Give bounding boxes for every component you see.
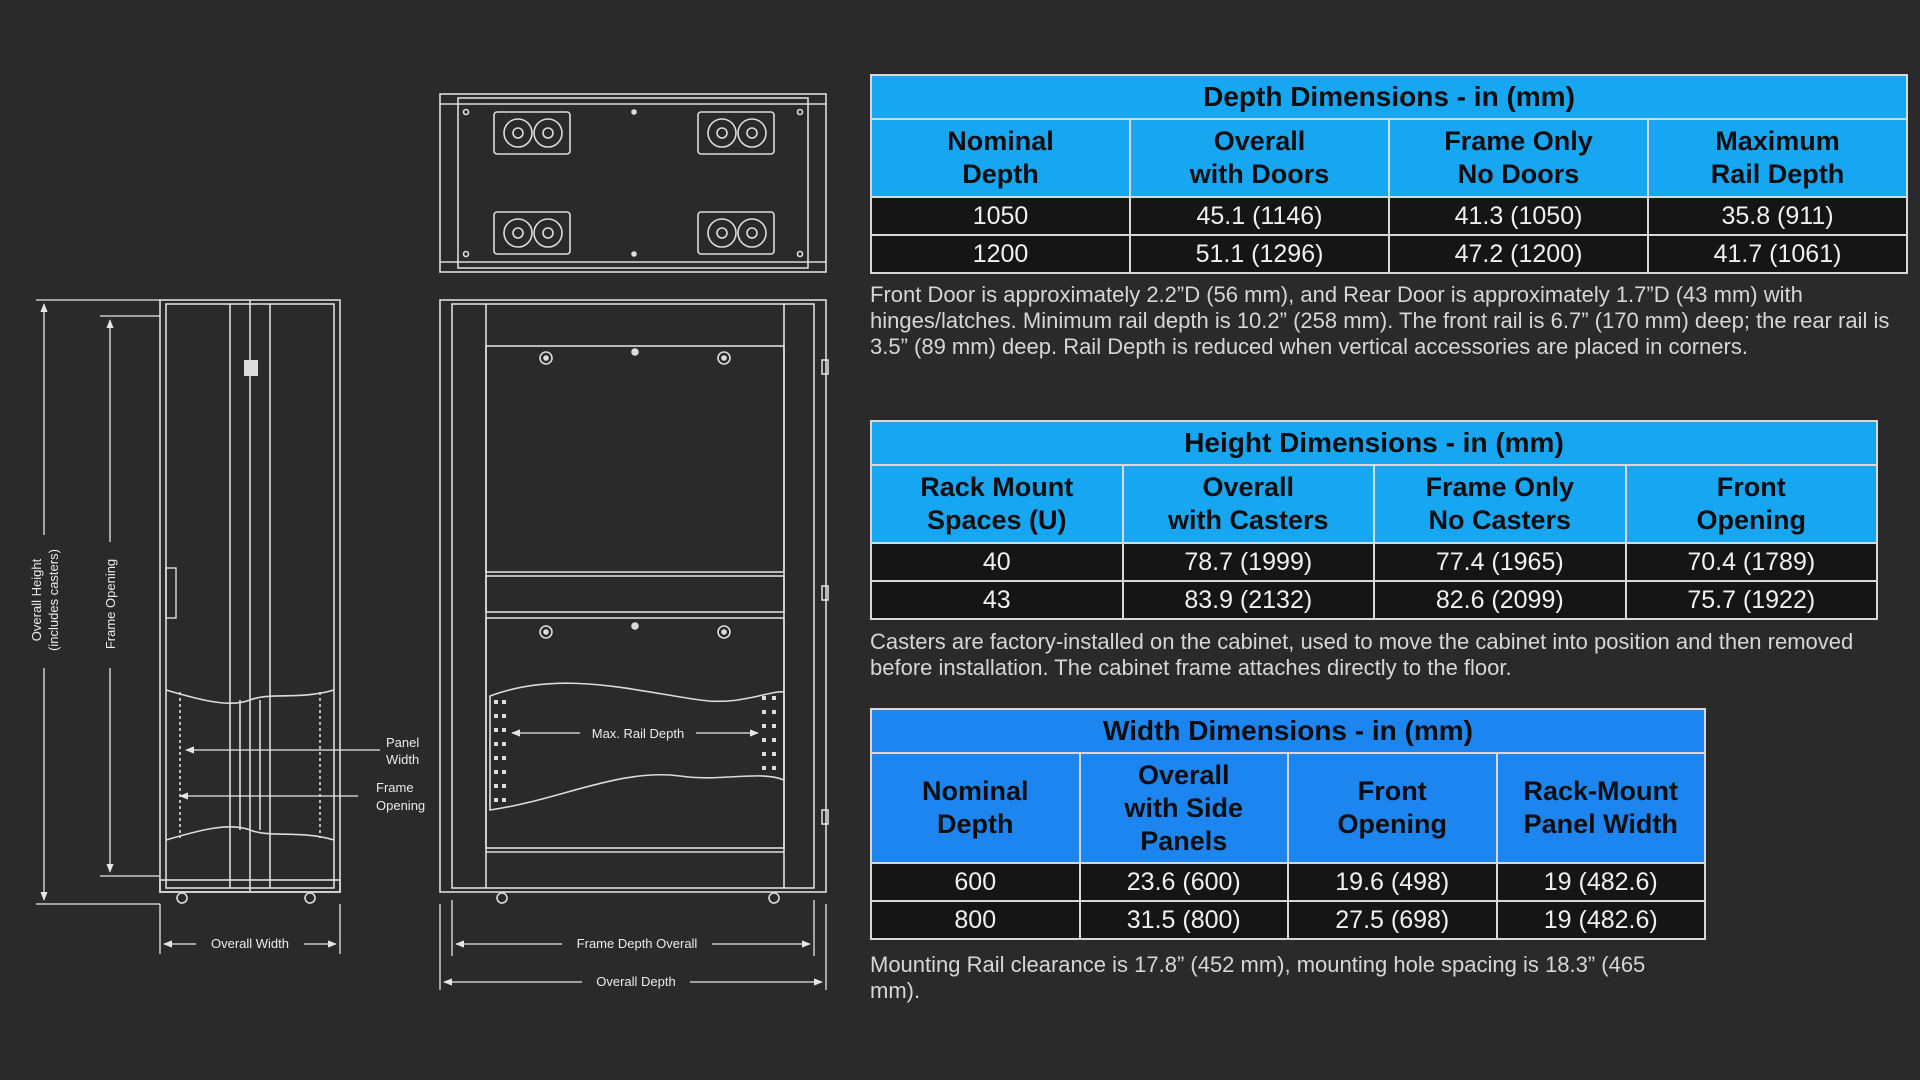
width-data-cell: 800	[870, 900, 1081, 940]
height-data-cell: 75.7 (1922)	[1624, 580, 1878, 620]
table-row: 1200 51.1 (1296) 47.2 (1200) 41.7 (1061)	[870, 234, 1908, 274]
width-dimensions-table: Width Dimensions - in (mm) Nominal Depth…	[870, 708, 1706, 940]
height-data-cell: 70.4 (1789)	[1624, 542, 1878, 582]
height-header-cell: Frame Only No Casters	[1373, 464, 1627, 544]
depth-dimensions-table: Depth Dimensions - in (mm) Nominal Depth…	[870, 74, 1908, 274]
table-row: 43 83.9 (2132) 82.6 (2099) 75.7 (1922)	[870, 580, 1878, 620]
overall-width-label: Overall Width	[211, 936, 289, 951]
side-view-dimensions	[439, 729, 827, 990]
width-data-cell: 31.5 (800)	[1078, 900, 1289, 940]
width-data-cell: 19.6 (498)	[1287, 862, 1498, 902]
overall-height-label: Overall Height	[29, 558, 44, 641]
side-view-labels: Max. Rail Depth Frame Depth Overall Over…	[577, 726, 698, 989]
height-data-cell: 77.4 (1965)	[1373, 542, 1627, 582]
height-data-cell: 43	[870, 580, 1124, 620]
width-header-cell: Nominal Depth	[870, 752, 1081, 864]
fan-module-icon	[697, 211, 775, 255]
cabinet-drawings: Overall Height (includes casters) Frame …	[29, 93, 829, 990]
max-rail-depth-label: Max. Rail Depth	[592, 726, 684, 741]
depth-data-cell: 1200	[870, 234, 1131, 274]
depth-data-cell: 1050	[870, 196, 1131, 236]
table-row: 600 23.6 (600) 19.6 (498) 19 (482.6)	[870, 862, 1706, 902]
width-data-cell: 19 (482.6)	[1495, 900, 1706, 940]
includes-casters-label: (includes casters)	[46, 549, 61, 651]
width-header-cell: Front Opening	[1287, 752, 1498, 864]
height-data-cell: 83.9 (2132)	[1121, 580, 1375, 620]
height-table-title: Height Dimensions - in (mm)	[870, 420, 1878, 466]
depth-data-cell: 47.2 (1200)	[1388, 234, 1649, 274]
width-header-cell: Rack-Mount Panel Width	[1495, 752, 1706, 864]
width-data-cell: 27.5 (698)	[1287, 900, 1498, 940]
fan-module-icon	[493, 211, 571, 255]
depth-table-title: Depth Dimensions - in (mm)	[870, 74, 1908, 120]
depth-note: Front Door is approximately 2.2”D (56 mm…	[870, 282, 1890, 359]
frame-label: Frame	[376, 780, 414, 795]
table-row: 40 78.7 (1999) 77.4 (1965) 70.4 (1789)	[870, 542, 1878, 582]
front-view-labels: Overall Height (includes casters) Frame …	[29, 549, 425, 951]
depth-header-cell: Frame Only No Doors	[1388, 118, 1649, 198]
depth-data-cell: 45.1 (1146)	[1129, 196, 1390, 236]
width-header-cell: Overall with Side Panels	[1078, 752, 1289, 864]
depth-header-cell: Nominal Depth	[870, 118, 1131, 198]
depth-header-cell: Maximum Rail Depth	[1647, 118, 1908, 198]
frame-opening-vertical-label: Frame Opening	[103, 559, 118, 649]
width-data-cell: 19 (482.6)	[1495, 862, 1706, 902]
depth-header-cell: Overall with Doors	[1129, 118, 1390, 198]
height-data-cell: 82.6 (2099)	[1373, 580, 1627, 620]
width-data-cell: 23.6 (600)	[1078, 862, 1289, 902]
depth-data-cell: 51.1 (1296)	[1129, 234, 1390, 274]
height-dimensions-table: Height Dimensions - in (mm) Rack Mount S…	[870, 420, 1878, 620]
width-table-title: Width Dimensions - in (mm)	[870, 708, 1706, 754]
table-row: 1050 45.1 (1146) 41.3 (1050) 35.8 (911)	[870, 196, 1908, 236]
height-data-cell: 40	[870, 542, 1124, 582]
height-note: Casters are factory-installed on the cab…	[870, 629, 1854, 680]
front-view-drawing	[159, 299, 341, 904]
fan-module-icon	[493, 111, 571, 155]
front-view-dimensions	[36, 299, 380, 954]
width-label: Width	[386, 752, 419, 767]
width-data-cell: 600	[870, 862, 1081, 902]
opening-label: Opening	[376, 798, 425, 813]
height-data-cell: 78.7 (1999)	[1121, 542, 1375, 582]
frame-depth-overall-label: Frame Depth Overall	[577, 936, 698, 951]
height-header-cell: Overall with Casters	[1121, 464, 1375, 544]
depth-data-cell: 41.3 (1050)	[1388, 196, 1649, 236]
side-view-drawing	[439, 299, 829, 904]
panel-label: Panel	[386, 735, 419, 750]
fan-module-icon	[697, 111, 775, 155]
depth-data-cell: 35.8 (911)	[1647, 196, 1908, 236]
top-view-drawing	[439, 93, 827, 273]
depth-data-cell: 41.7 (1061)	[1647, 234, 1908, 274]
height-header-cell: Rack Mount Spaces (U)	[870, 464, 1124, 544]
table-row: 800 31.5 (800) 27.5 (698) 19 (482.6)	[870, 900, 1706, 940]
overall-depth-label: Overall Depth	[596, 974, 675, 989]
width-note: Mounting Rail clearance is 17.8” (452 mm…	[870, 952, 1646, 1003]
height-header-cell: Front Opening	[1624, 464, 1878, 544]
